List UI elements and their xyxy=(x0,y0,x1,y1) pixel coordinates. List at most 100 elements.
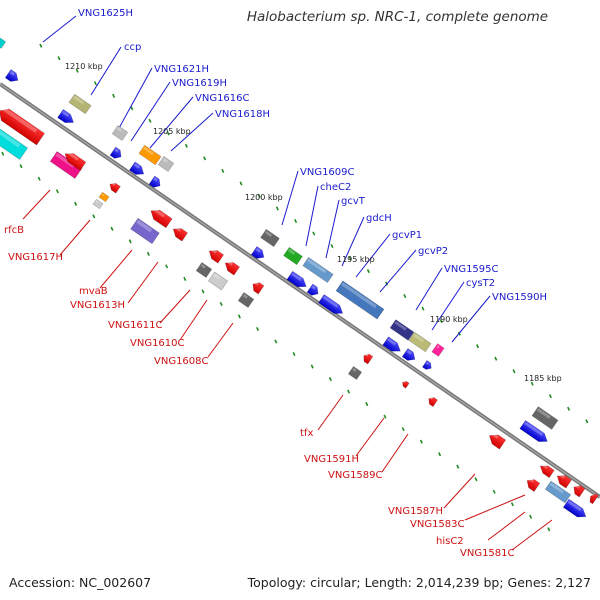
gene-feature-body xyxy=(252,282,265,295)
reverse-gene-label: VNG1591H xyxy=(304,454,359,465)
gene-feature-shine xyxy=(200,263,206,269)
forward-gene-label: cysT2 xyxy=(466,278,495,289)
gene-feature xyxy=(208,248,225,264)
scale-tick xyxy=(128,239,132,244)
gene-feature xyxy=(207,271,229,291)
gene-feature-body xyxy=(150,209,173,229)
scale-tick xyxy=(274,339,278,344)
gene-feature xyxy=(128,161,145,175)
gene-feature-body xyxy=(389,319,415,341)
gene-feature xyxy=(302,256,334,284)
scale-tick xyxy=(438,452,442,457)
gene-feature xyxy=(562,498,587,518)
scale-tick xyxy=(19,164,23,169)
gene-feature-shine xyxy=(95,200,99,204)
forward-gene-label: VNG1621H xyxy=(154,64,209,75)
gene-feature-body xyxy=(195,262,213,278)
gene-feature xyxy=(148,175,161,188)
scale-tick xyxy=(492,489,496,494)
gene-feature-shine xyxy=(213,273,221,280)
gene-feature-shine xyxy=(226,260,234,266)
gene-feature xyxy=(250,246,265,259)
gene-feature-body xyxy=(489,434,507,450)
gene-feature xyxy=(589,493,599,505)
gene-feature-shine xyxy=(567,500,582,512)
gene-feature-shine xyxy=(307,258,327,273)
scale-tick xyxy=(312,231,316,236)
gene-feature xyxy=(0,106,45,146)
reverse-gene-label: VNG1589C xyxy=(328,470,383,481)
forward-leader-line xyxy=(379,249,417,293)
scale-tick xyxy=(219,301,223,306)
gene-feature-body xyxy=(556,475,573,489)
gene-feature-shine xyxy=(61,110,70,117)
gene-feature-body xyxy=(526,479,541,492)
reverse-gene-label: VNG1613H xyxy=(70,300,125,311)
forward-leader-line xyxy=(431,281,465,331)
gene-feature-body xyxy=(589,493,599,505)
forward-gene-label: VNG1595C xyxy=(444,264,499,275)
reverse-leader-line xyxy=(487,511,526,541)
scale-tick xyxy=(494,356,498,361)
gene-feature-body xyxy=(0,31,7,49)
gene-feature-shine xyxy=(66,151,79,161)
reverse-leader-line xyxy=(59,219,91,256)
gene-feature-shine xyxy=(143,146,154,156)
scale-tick xyxy=(39,43,43,48)
gene-feature-body xyxy=(539,465,555,479)
scale-tick xyxy=(419,439,423,444)
gene-feature-body xyxy=(92,198,104,210)
gene-feature-shine xyxy=(558,473,566,479)
scale-tick xyxy=(476,344,480,349)
gene-feature-shine xyxy=(387,338,397,346)
gene-feature-body xyxy=(422,360,432,370)
reverse-gene-label: rfcB xyxy=(4,225,24,236)
gene-feature-body xyxy=(207,271,229,291)
scale-tick xyxy=(130,106,134,111)
reverse-gene-label: VNG1581C xyxy=(460,548,515,559)
scale-tick xyxy=(57,56,61,61)
reverse-leader-line xyxy=(207,322,234,358)
scale-tick xyxy=(165,264,169,269)
gene-feature-body xyxy=(306,283,319,296)
forward-leader-line xyxy=(415,267,443,311)
gene-feature-body xyxy=(250,246,265,259)
gene-feature xyxy=(286,270,307,288)
gene-feature xyxy=(0,126,29,160)
gene-feature-body xyxy=(401,348,416,361)
gene-feature xyxy=(92,198,104,210)
gene-feature xyxy=(57,108,75,123)
gene-feature-shine xyxy=(111,182,116,187)
gene-feature xyxy=(224,260,241,276)
scale-tick xyxy=(183,276,187,281)
gene-feature xyxy=(237,292,255,308)
scale-tick xyxy=(456,464,460,469)
scale-tick xyxy=(292,351,296,357)
gene-feature xyxy=(573,484,586,498)
scale-tick xyxy=(184,143,188,148)
gene-feature-body xyxy=(224,262,241,276)
scale-tick xyxy=(110,226,114,231)
gene-feature xyxy=(318,294,344,314)
gene-feature-body xyxy=(4,69,19,82)
scale-tick xyxy=(512,369,516,374)
scale-tick xyxy=(166,131,170,136)
gene-feature-shine xyxy=(9,70,15,76)
scale-tick xyxy=(112,93,116,98)
gene-feature-shine xyxy=(1,106,38,133)
forward-gene-label: gdcH xyxy=(366,213,392,224)
gene-feature xyxy=(260,228,280,248)
gene-feature-body xyxy=(0,126,29,160)
gene-feature-shine xyxy=(210,248,218,254)
gene-feature-body xyxy=(519,419,548,442)
scale-tick xyxy=(547,527,551,532)
scale-tick xyxy=(474,477,478,482)
reverse-gene-label: VNG1608C xyxy=(154,356,209,367)
gene-feature-shine xyxy=(536,408,551,420)
gene-feature-body xyxy=(64,153,87,171)
reverse-leader-line xyxy=(127,261,159,304)
scale-tick xyxy=(530,381,534,386)
gene-feature-shine xyxy=(116,126,122,132)
gene-feature xyxy=(172,226,189,242)
